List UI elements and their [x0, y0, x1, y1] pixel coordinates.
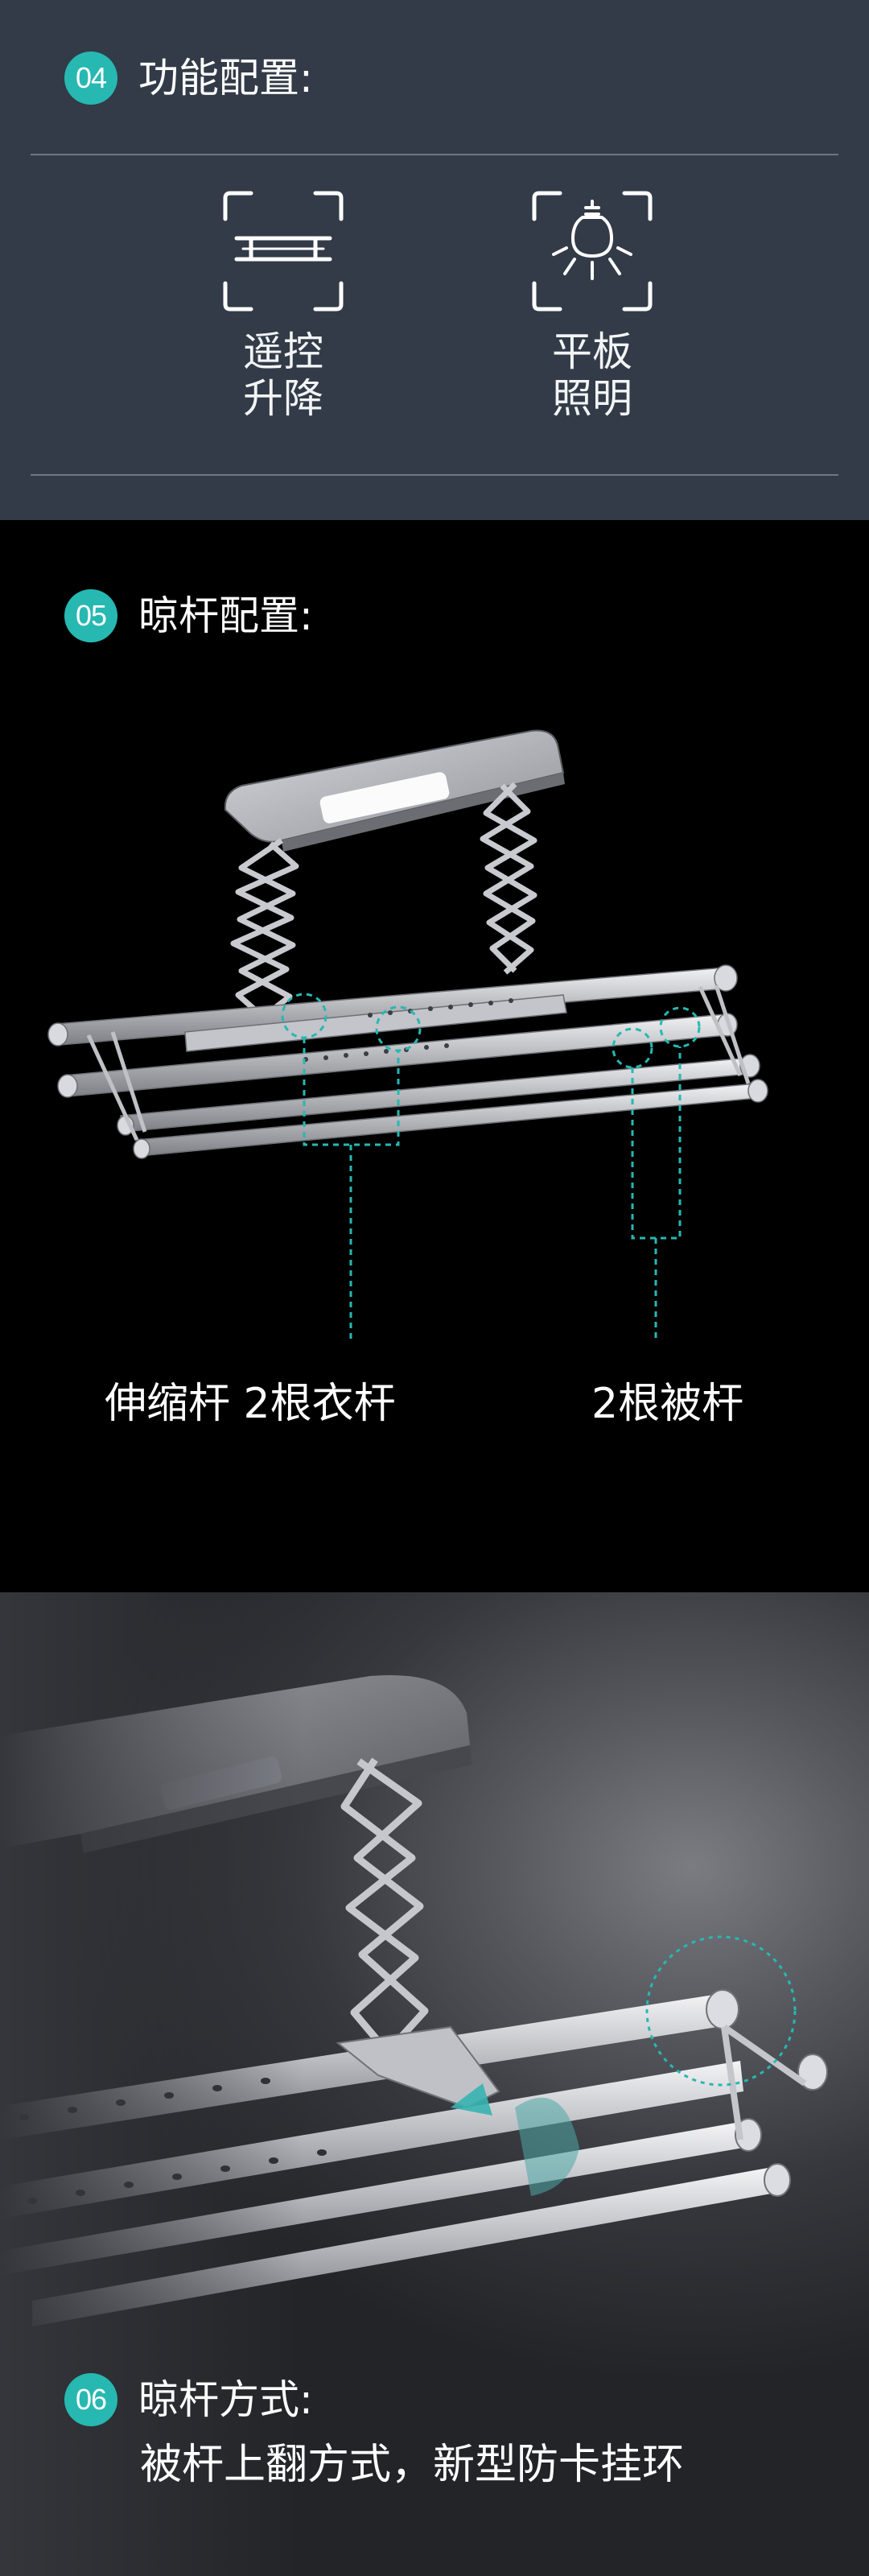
callout-telescopic-rods: 伸缩杆 2根衣杆	[105, 1380, 396, 1428]
light-bulb-icon	[532, 191, 653, 312]
remote-lift-icon	[223, 191, 344, 312]
section-number-badge: 04	[64, 52, 117, 105]
rod-mode-section: 06 晾杆方式: 被杆上翻方式，新型防卡挂环	[0, 1592, 869, 2576]
rod-mode-heading: 06 晾杆方式:	[64, 2373, 313, 2426]
feature-label-remote-lift: 遥控 升降	[243, 328, 323, 422]
feature-remote-lift: 遥控 升降	[203, 190, 364, 422]
section-number-badge: 06	[64, 2373, 117, 2426]
flip-rod-illustration	[0, 1592, 869, 2576]
section-title: 晾杆配置:	[138, 592, 313, 639]
rod-config-section: 05 晾杆配置:	[0, 520, 869, 1592]
feature-light: 平板 照明	[512, 190, 673, 422]
divider-bottom	[31, 474, 838, 476]
section-title: 功能配置:	[138, 55, 313, 101]
function-config-section: 04 功能配置: 遥控 升降	[0, 0, 869, 520]
drying-rack-illustration	[47, 729, 768, 1341]
function-config-heading: 04 功能配置:	[64, 52, 313, 105]
section-number-badge: 05	[64, 589, 117, 642]
divider-top	[31, 154, 838, 155]
rod-mode-description: 被杆上翻方式，新型防卡挂环	[140, 2441, 685, 2489]
section-title: 晾杆方式:	[138, 2376, 313, 2423]
callout-quilt-rods: 2根被杆	[591, 1380, 744, 1428]
feature-label-light: 平板 照明	[552, 328, 632, 422]
rod-config-heading: 05 晾杆配置:	[64, 589, 313, 642]
